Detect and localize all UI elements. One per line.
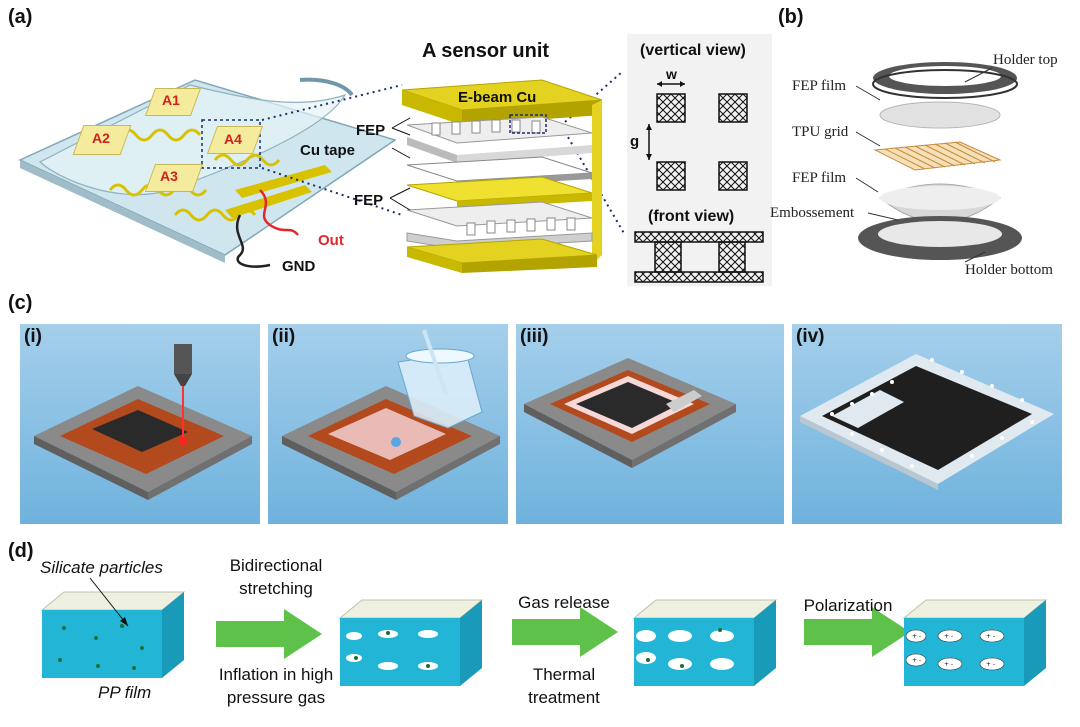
svg-text:+ -: + - [944, 633, 953, 640]
panel-label-a: (a) [8, 6, 33, 28]
svg-text:+ -: + - [986, 661, 995, 668]
pad-label-a1: A1 [162, 92, 180, 108]
step2-top: Gas release [518, 593, 610, 612]
step-iii-illustration [524, 358, 736, 468]
cu-tape-label: Cu tape [300, 142, 356, 159]
cross-section-view-box [627, 34, 772, 286]
out-label: Out [318, 232, 344, 249]
fep-bottom-label: FEP [354, 192, 384, 209]
step-i-panel [20, 324, 260, 524]
step-ii-label: (ii) [272, 326, 296, 347]
step-i-illustration [34, 344, 252, 500]
holder-bottom-label: Holder bottom [965, 262, 1053, 278]
step-ii-illustration [282, 329, 500, 500]
svg-text:+ -: + - [986, 633, 995, 640]
process-arrow-3 [804, 607, 910, 657]
silicate-pointer-arrow [89, 577, 129, 627]
pad-label-a4: A4 [224, 131, 242, 147]
silicate-particles-label: Silicate particles [40, 558, 163, 577]
embossement-label: Embossement [770, 205, 855, 221]
process-arrow-1 [216, 609, 322, 659]
panel-label-c: (c) [8, 292, 33, 314]
ebeam-cu-label: E-beam Cu [458, 89, 537, 106]
fep-film-1-label: FEP film [792, 78, 847, 94]
holder-leader-lines [855, 67, 993, 263]
fep-film-2-label: FEP film [792, 170, 847, 186]
svg-text:+ -: + - [912, 657, 921, 664]
step-iv-illustration [800, 354, 1054, 490]
step-ii-panel [268, 324, 508, 524]
step-i-label: (i) [24, 326, 42, 347]
step1-bottom-line1: Inflation in high [218, 665, 334, 684]
g-label: g [630, 133, 640, 150]
front-view-label: (front view) [648, 208, 735, 225]
vertical-view-label: (vertical view) [640, 42, 746, 59]
pad-label-a2: A2 [92, 130, 110, 146]
polarized-film-block: + - + - + - + - + - + - [902, 599, 1048, 686]
step1-top-line1: Bidirectional [229, 556, 323, 575]
stretched-film-block [338, 599, 484, 686]
sensor-unit-title: A sensor unit [422, 40, 550, 62]
unit-leader-lines [389, 117, 411, 211]
step2-bottom-line1: Thermal [532, 665, 596, 684]
sensor-unit-stack [401, 79, 603, 273]
step1-top-line2: stretching [239, 579, 313, 598]
holder-top-label: Holder top [993, 52, 1058, 68]
svg-text:+ -: + - [912, 633, 921, 640]
step3-top: Polarization [803, 596, 893, 615]
panel-label-d: (d) [8, 540, 34, 562]
gnd-label: GND [282, 258, 316, 275]
step-iv-label: (iv) [796, 326, 825, 347]
svg-text:+ -: + - [944, 661, 953, 668]
pp-film-block [40, 591, 186, 678]
process-arrow-2 [512, 607, 618, 657]
pp-film-label: PP film [98, 683, 152, 702]
step2-bottom-line2: treatment [528, 688, 600, 707]
step-iii-panel [516, 324, 784, 524]
cross-section-drawing [634, 81, 764, 283]
panel-label-b: (b) [778, 6, 804, 28]
pad-label-a3: A3 [160, 168, 178, 184]
fep-top-label: FEP [356, 122, 386, 139]
w-label: w [666, 66, 677, 82]
step1-bottom-line2: pressure gas [226, 688, 326, 707]
tpu-grid-label: TPU grid [792, 124, 849, 140]
step-iv-panel [792, 324, 1062, 524]
holder-exploded-illustration [858, 62, 1022, 260]
step-iii-label: (iii) [520, 326, 549, 347]
foamed-film-block [632, 599, 778, 686]
